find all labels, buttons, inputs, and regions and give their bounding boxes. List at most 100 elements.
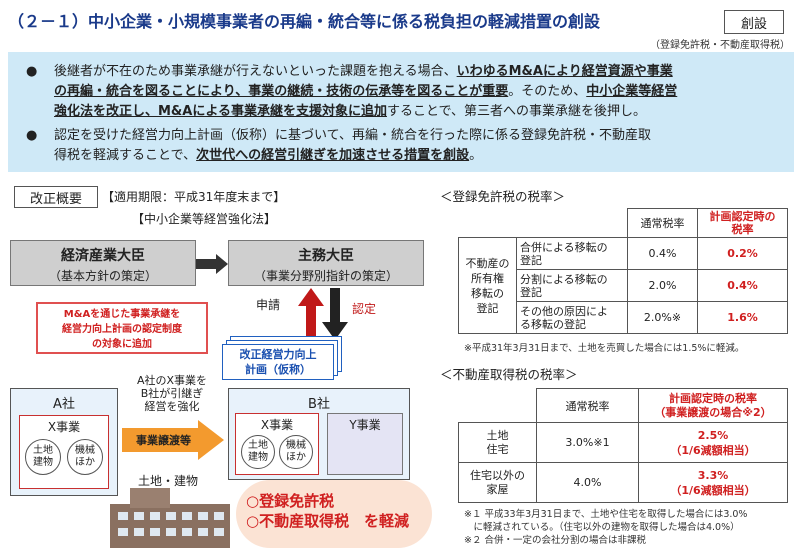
empty-cell [458, 388, 537, 423]
reduction-bubble [236, 480, 432, 548]
acq-tax-title: ＜不動産取得税の税率＞ [440, 367, 578, 382]
text: 家屋 [486, 482, 509, 496]
emphasis: 中小企業等経営 [586, 84, 678, 99]
callout-line: M&Aを通じた事業承継を [63, 309, 181, 320]
plan-rate: 2.5%（1/6減額相当） [638, 422, 788, 463]
text: することで、第三者への事業承継を後押し。 [386, 104, 647, 119]
text: 移転の [471, 286, 504, 300]
header-normal: 通常税率 [627, 208, 698, 238]
transfer-arrow-icon [122, 420, 224, 460]
text: 土地 [486, 428, 509, 442]
callout-line: 経営力向上計画の認定制度 [62, 324, 182, 335]
law-name: 【中小企業等経営強化法】 [132, 212, 277, 226]
bullet-icon: ● [26, 128, 38, 143]
text: 登記 [520, 253, 542, 267]
application-period: 【適用期限：平成31年度末まで】 [102, 190, 286, 204]
plan-rate: 0.4% [697, 269, 788, 302]
normal-rate: 3.0%※1 [536, 422, 639, 463]
text: 住宅 [486, 442, 509, 456]
row-label: 合併による移転の登記 [516, 237, 628, 270]
normal-rate: 0.4% [627, 237, 698, 270]
text: A社のX事業を [136, 374, 208, 387]
text: その他の原因によ [520, 304, 608, 318]
normal-rate: 2.0%※ [627, 301, 698, 334]
reduction-reg-tax: ○登録免許税 [246, 492, 335, 510]
row-label: 分割による移転の登記 [516, 269, 628, 302]
page-title: （２－１）中小企業・小規模事業者の再編・統合等に係る税負担の軽減措置の創設 [8, 12, 601, 31]
text: 合併による移転の [520, 240, 608, 254]
reg-tax-title: ＜登録免許税の税率＞ [440, 189, 566, 204]
x-business-box-b: X事業 土地建物 機械ほか [235, 413, 319, 475]
plan-line: 計画（仮称） [245, 363, 311, 376]
emphasis: 次世代への経営引継ぎを加速させる措置を創設 [196, 148, 470, 163]
row-label: 住宅以外の家屋 [458, 462, 537, 503]
status-badge: 創設 [724, 10, 784, 34]
plan-rate: 1.6% [697, 301, 788, 334]
text: 不動産の [465, 256, 510, 270]
company-b-label: B社 [308, 397, 330, 412]
header-normal: 通常税率 [536, 388, 639, 423]
page-subtitle: （登録免許税・不動産取得税） [650, 40, 790, 51]
reg-tax-table: 通常税率 計画認定時の税率 不動産の所有権移転の登記 合併による移転の登記 0.… [458, 208, 788, 334]
summary-bullet-2: ● 認定を受けた経営力向上計画（仮称）に基づいて、再編・統合を行った際に係る登録… [26, 126, 784, 166]
meti-title: 経済産業大臣 [61, 248, 145, 264]
text: 。 [469, 148, 483, 163]
land-building-icon: 土地建物 [241, 435, 275, 469]
text: 分割による移転の [520, 272, 608, 286]
company-a-box: A社 X事業 土地建物 機械ほか [10, 388, 118, 496]
transfer-label: 事業譲渡等 [136, 434, 191, 447]
outline-label: 改正概要 [14, 186, 98, 208]
normal-rate: 4.0% [536, 462, 639, 503]
meti-sub: （基本方針の策定） [48, 269, 157, 283]
text: 所有権 [471, 271, 504, 285]
summary-box: ● 後継者が不在のため事業承継が行えないといった課題を抱える場合、いわゆるM&A… [8, 52, 794, 172]
text: （事業譲渡の場合※2） [654, 405, 772, 419]
callout-line: の対象に追加 [92, 339, 152, 350]
table-row: 土地住宅 3.0%※1 2.5%（1/6減額相当） [458, 422, 788, 463]
reduction-acq-tax: ○不動産取得税 [246, 512, 350, 530]
text: 土地 [248, 440, 268, 451]
emphasis: の再編・統合を図ることにより、事業の継続・技術の伝承等を図ることが重要 [54, 84, 509, 99]
table-header-row: 通常税率 計画認定時の税率 [458, 208, 788, 238]
plan-rate: 3.3%（1/6減額相当） [638, 462, 788, 503]
plan-line: 改正経営力向上 [239, 348, 317, 361]
table-row: 分割による移転の登記 2.0% 0.4% [459, 269, 788, 302]
company-b-box: B社 X事業 土地建物 機械ほか Y事業 [228, 388, 410, 480]
text: （1/6減額相当） [670, 483, 756, 497]
x-business-box: X事業 土地建物 機械ほか [19, 415, 109, 489]
machine-icon: 機械ほか [67, 439, 103, 475]
table-header-row: 通常税率 計画認定時の税率（事業譲渡の場合※2） [458, 388, 788, 423]
bullet-icon: ● [26, 64, 38, 79]
reduction-suffix: を軽減 [364, 512, 410, 530]
note-line: に軽減されている。（住宅以外の建物を取得した場合は4.0%） [464, 522, 740, 533]
text: 機械 [286, 440, 306, 451]
x-business-label: X事業 [260, 418, 294, 432]
plan-rate: 0.2% [697, 237, 788, 270]
approve-label: 認定 [352, 302, 377, 316]
text: 後継者が不在のため事業承継が行えないといった課題を抱える場合、 [54, 64, 457, 79]
land-building-label: 土地・建物 [138, 474, 199, 488]
group-label: 不動産の所有権移転の登記 [458, 237, 517, 334]
text: B社が引継ぎ [140, 387, 204, 400]
text: 得税を軽減することで、 [54, 148, 197, 163]
text: 計画認定時の税率 [669, 391, 757, 405]
row-label: 土地住宅 [458, 422, 537, 463]
text: 住宅以外の [470, 468, 525, 482]
inherit-text: A社のX事業を B社が引継ぎ 経営を強化 [122, 374, 222, 413]
summary-bullet-1: ● 後継者が不在のため事業承継が行えないといった課題を抱える場合、いわゆるM&A… [26, 62, 784, 122]
acq-tax-table: 通常税率 計画認定時の税率（事業譲渡の場合※2） 土地住宅 3.0%※1 2.5… [458, 388, 788, 503]
empty-cell [458, 208, 628, 238]
text: 3.3% [697, 468, 729, 482]
arrow-up-icon [298, 288, 324, 340]
text: 登記 [520, 285, 542, 299]
text: （1/6減額相当） [670, 443, 756, 457]
text: ほか [75, 457, 95, 468]
arrow-right-icon [196, 254, 228, 274]
text: 土地 [33, 445, 53, 456]
callout-box: M&Aを通じた事業承継を 経営力向上計画の認定制度 の対象に追加 [36, 302, 208, 354]
text: 機械 [75, 445, 95, 456]
text: 建物 [248, 452, 268, 463]
text: ほか [286, 452, 306, 463]
company-a-label: A社 [53, 397, 75, 412]
building-icon [110, 488, 230, 548]
